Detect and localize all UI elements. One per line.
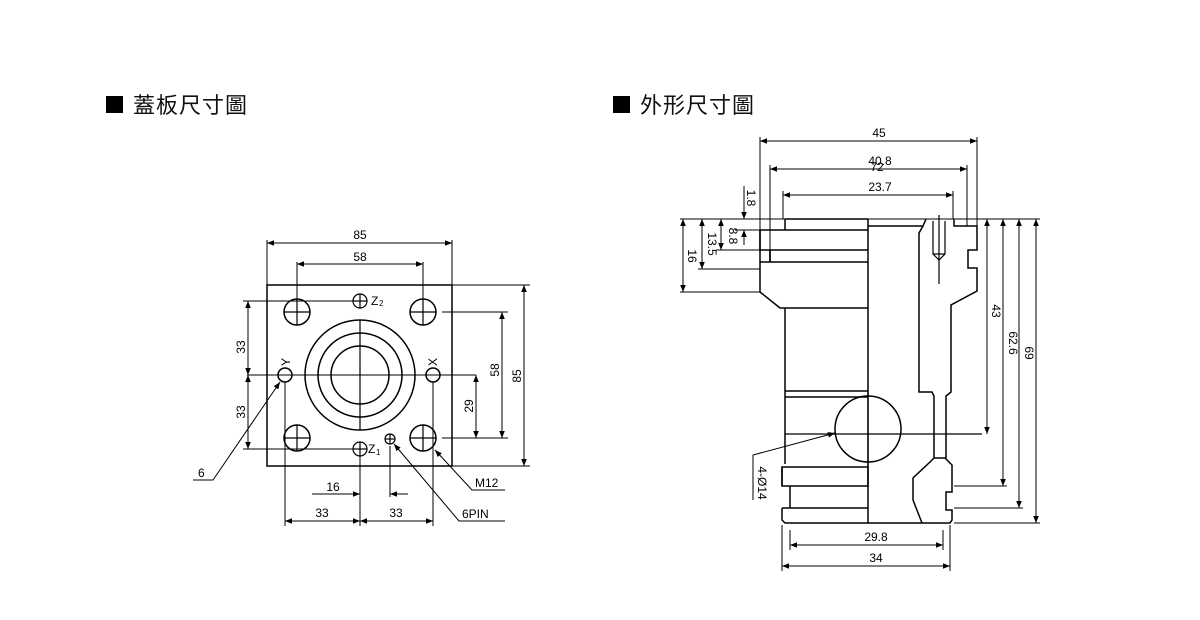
dim-label: 33 [315,506,329,520]
leader-6 [193,381,281,481]
x-label: X [426,358,440,366]
housing-right-edge [945,219,978,458]
dim-label: 33 [234,405,248,419]
dim-label: 85 [353,228,367,242]
dim-label: 40.8 [868,154,892,168]
cover-plate-title: 蓋板尺寸圖 [106,88,248,120]
hole-6-label: 6 [198,466,205,480]
dim-label: 29.8 [864,530,888,544]
dim-label: 33 [389,506,403,520]
outline-drawing: 45 40.8 72 23.7 1.8 8.8 13.5 16 43 62.6 [680,126,1040,571]
bullet-square-icon [106,95,123,113]
z2-hole [352,293,368,309]
cartridge-body [759,229,869,524]
bolt-hole [409,298,437,326]
dim-label: 69 [1022,346,1036,360]
z1-sub: 1 [376,448,381,457]
z1-label: Z [368,442,375,456]
dim-label: 16 [326,480,340,494]
housing-channel [868,218,935,458]
pin-label: 6PIN [462,507,489,521]
dim-label: 72 [870,160,884,174]
leader-m12 [434,449,505,491]
cover-plate-drawing: Z 2 Z 1 Y X 85 58 85 58 29 [193,228,530,526]
z2-sub: 2 [379,299,384,308]
dim-label: 8.8 [726,228,740,245]
outline-title: 外形尺寸圖 [613,88,755,120]
dim-label: 85 [510,369,524,383]
housing-body [867,219,953,524]
outline-title-text: 外形尺寸圖 [640,94,756,119]
dim-label: 1.8 [744,190,758,207]
bullet-square-icon [613,95,630,113]
cover-plate-title-text: 蓋板尺寸圖 [133,94,249,119]
port-label: 4-Ø14 [755,466,769,500]
dim-label: 29 [462,399,476,413]
dim-label: 58 [488,363,502,377]
dim-label: 23.7 [868,180,892,194]
pin-hole [384,433,396,445]
dim-label: 58 [353,250,367,264]
m12-label: M12 [475,476,499,490]
y-label: Y [279,358,293,366]
dim-label: 45 [872,126,886,140]
leader-port [752,432,836,500]
dim-label: 62.6 [1006,331,1020,355]
dim-label: 33 [234,340,248,354]
bolt-hole [283,298,311,326]
dim-label: 13.5 [705,232,719,256]
bolt-hole [283,424,311,452]
bolt-hole [409,424,437,452]
dim-label: 43 [989,304,1003,318]
dim-label: 16 [685,249,699,263]
z1-hole [352,441,368,457]
z2-label: Z [371,294,378,308]
leader-6pin [393,443,505,522]
dim-label: 34 [869,551,883,565]
